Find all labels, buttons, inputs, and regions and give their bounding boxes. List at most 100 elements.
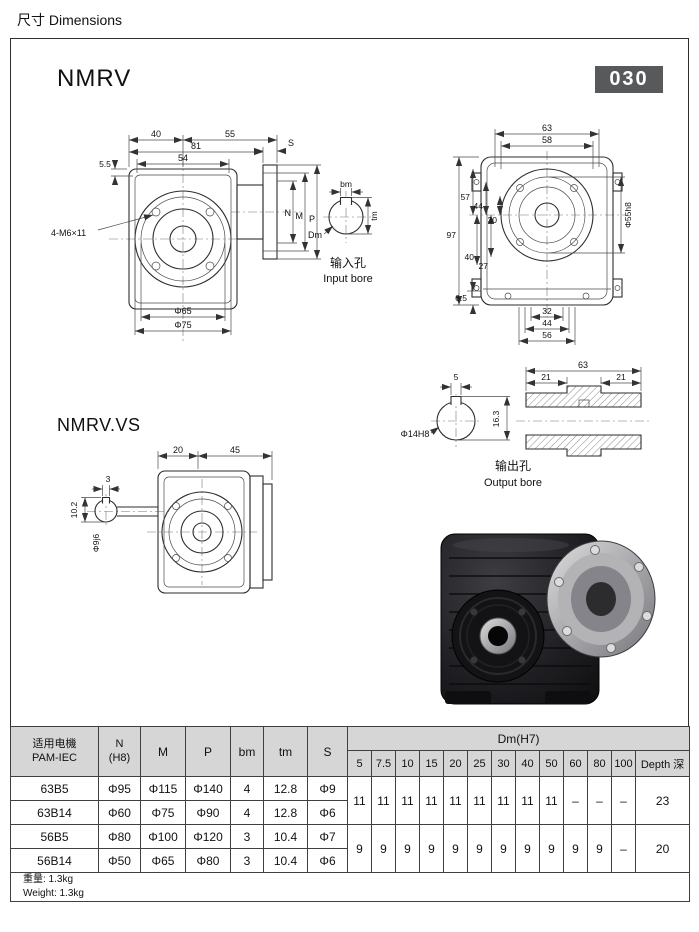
dm-cell: 11 (515, 776, 540, 825)
dim-label-45: 45 (230, 445, 240, 455)
dm-cell: – (587, 776, 612, 825)
table-row-56b14: 56B14 Φ50 Φ65 Φ80 3 10.4 Φ6 (10, 848, 690, 873)
dim-label-phi55h8: Φ55h8 (623, 202, 633, 228)
dim-label-21b: 21 (616, 372, 626, 382)
table-row-63b5: 63B5 Φ95 Φ115 Φ140 4 12.8 Φ9 11 11 11 11… (10, 776, 691, 825)
size-header: 80 (587, 750, 612, 777)
header-bm: bm (230, 726, 264, 777)
spec-cell: Φ120 (185, 824, 231, 849)
spec-cell: Φ90 (185, 800, 231, 825)
spec-cell: 4 (230, 800, 264, 825)
dim-label-20: 20 (173, 445, 183, 455)
depth-cell: 23 (634, 776, 691, 825)
spec-cell: 3 (230, 824, 264, 849)
header-tm: tm (263, 726, 308, 777)
row-label-cell: 56B14 (10, 848, 99, 873)
spec-cell: Φ80 (185, 848, 231, 873)
dim-label-21a: 21 (541, 372, 551, 382)
dim-label-58: 58 (542, 135, 552, 145)
page-heading: 尺寸 Dimensions (17, 12, 123, 28)
spec-cell: Φ75 (140, 800, 186, 825)
model-title: NMRV (57, 65, 132, 92)
weight-en: Weight: 1.3kg (23, 888, 84, 899)
size-header: 60 (563, 750, 588, 777)
product-photo (440, 533, 656, 705)
depth-cell: 20 (634, 824, 691, 873)
header-depth: Depth 深 (634, 750, 691, 777)
output-bore-label-en: Output bore (484, 477, 542, 489)
spec-cell: Φ60 (98, 800, 141, 825)
dim-label-30: 30 (488, 215, 498, 225)
dim-label-56: 56 (542, 330, 552, 340)
header-n-line2: (H8) (108, 751, 131, 764)
dm-cell: 11 (395, 776, 420, 825)
dm-cell: 9 (539, 824, 564, 873)
dm-cell: 11 (443, 776, 468, 825)
table-header-row-1: 适用电機 PAM-IEC N (H8) M P bm tm S Dm(H7) (10, 726, 691, 777)
dm-cell: 11 (419, 776, 444, 825)
spec-cell: Φ100 (140, 824, 186, 849)
dim-label-bm: bm (340, 179, 352, 189)
dm-cell: 9 (347, 824, 372, 873)
size-header: 25 (467, 750, 492, 777)
size-header: 100 (611, 750, 636, 777)
drawings-panel: NMRV 030 NMRV.VS (10, 38, 689, 728)
dm-cell: – (563, 776, 588, 825)
dim-label-n: N (285, 208, 292, 218)
input-bore-label-cn: 输入孔 (330, 255, 366, 270)
row-label-cell: 56B5 (10, 824, 99, 849)
spec-cell: Φ7 (307, 824, 348, 849)
dim-label-3: 3 (106, 474, 111, 484)
dim-label-40: 40 (151, 129, 161, 139)
spec-cell: Φ80 (98, 824, 141, 849)
spec-cell: 12.8 (263, 800, 308, 825)
table-row-56b5: 56B5 Φ80 Φ100 Φ120 3 10.4 Φ7 9 9 9 9 9 9… (10, 824, 691, 873)
dim-label-6-5: 6.5 (455, 293, 467, 303)
size-header: 15 (419, 750, 444, 777)
front-view-drawing: 40 55 81 54 5.5 S N M P 4-M6×11 Φ65 Φ75 (51, 129, 321, 341)
weight-cell: 重量: 1.3kg Weight: 1.3kg (9, 872, 691, 902)
dim-label-dm: Dm (308, 230, 322, 240)
weight-row: 重量: 1.3kg Weight: 1.3kg (9, 872, 691, 902)
size-header: 7.5 (371, 750, 396, 777)
spec-cell: Φ6 (307, 800, 348, 825)
header-pam-line1: 适用电機 (32, 737, 77, 750)
dim-label-5-5: 5.5 (99, 159, 111, 169)
dim-label-44b: 44 (542, 318, 552, 328)
dim-label-5: 5 (454, 372, 459, 382)
dm-cell: 11 (539, 776, 564, 825)
size-header: 50 (539, 750, 564, 777)
dim-label-s: S (288, 138, 294, 148)
size-badge: 030 (595, 66, 663, 93)
output-bore-detail: 5 Φ14H8 16.3 63 21 21 输出孔 Output bore (401, 360, 651, 489)
header-dm-group: Dm(H7) (346, 726, 691, 751)
header-p: P (185, 726, 231, 777)
table-row-63b14: 63B14 Φ60 Φ75 Φ90 4 12.8 Φ6 (10, 800, 690, 825)
dm-cell: – (611, 776, 636, 825)
dim-label-phi65: Φ65 (174, 306, 191, 316)
spec-cell: Φ9 (307, 776, 348, 801)
dm-cell: 9 (587, 824, 612, 873)
dm-cell: 11 (347, 776, 372, 825)
dm-cell: 9 (563, 824, 588, 873)
dim-label-tm: tm (369, 211, 379, 220)
header-n-line1: N (115, 737, 124, 750)
dim-label-57: 57 (461, 192, 471, 202)
weight-cn: 重量: 1.3kg (23, 874, 74, 885)
spec-cell: 10.4 (263, 848, 308, 873)
header-pam-iec: 适用电機 PAM-IEC (10, 726, 99, 777)
header-pam-line2: PAM-IEC (31, 751, 78, 764)
dm-cell: 9 (395, 824, 420, 873)
size-header: 30 (491, 750, 516, 777)
spec-cell: Φ50 (98, 848, 141, 873)
dim-label-27: 27 (479, 261, 489, 271)
row-label-cell: 63B5 (10, 776, 99, 801)
header-m: M (140, 726, 186, 777)
output-bore-label-cn: 输出孔 (495, 458, 531, 473)
dim-label-phi14h8: Φ14H8 (401, 429, 430, 439)
dim-label-32: 32 (542, 306, 552, 316)
input-bore-detail: bm tm Dm 输入孔 Input bore (308, 179, 379, 285)
dm-cell: 11 (491, 776, 516, 825)
spec-cell: Φ95 (98, 776, 141, 801)
